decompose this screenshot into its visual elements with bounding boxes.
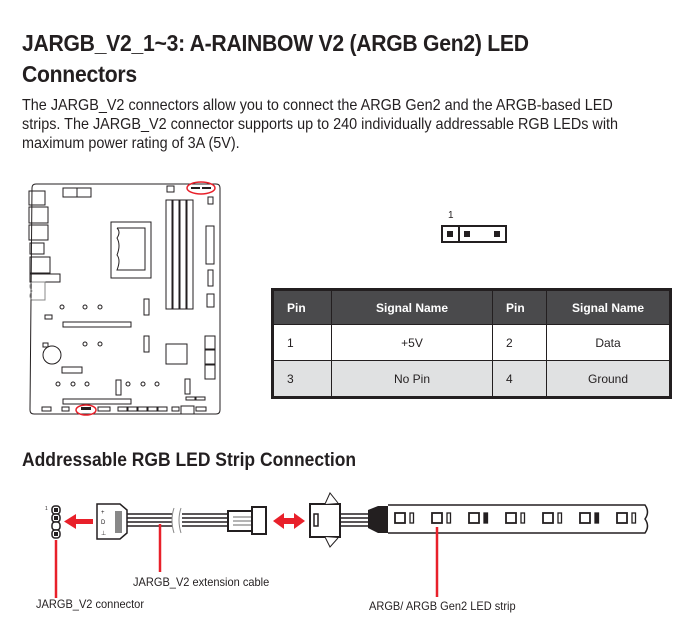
caption-connector: JARGB_V2 connector [36, 597, 145, 611]
column-header: Signal Name [546, 289, 671, 325]
chipset [165, 343, 188, 365]
jargb-header-top [202, 187, 211, 189]
column-header: Signal Name [331, 289, 493, 325]
io-port [29, 256, 51, 274]
pcie-slot [62, 321, 132, 328]
led-chip [431, 512, 443, 524]
fan-header [166, 185, 175, 193]
pcie-slot [62, 398, 132, 405]
led-resistor [520, 512, 526, 524]
pin-number: 3 [272, 360, 332, 398]
connector-pin-header [441, 225, 507, 243]
svg-text:⊥: ⊥ [101, 530, 106, 537]
led-chip [394, 512, 406, 524]
led-strip-connector [309, 503, 341, 538]
board-outline [29, 183, 221, 415]
cpu-socket [110, 221, 152, 279]
caption-led-strip: ARGB/ ARGB Gen2 LED strip [369, 599, 516, 613]
dimm-slot [165, 199, 173, 310]
component [61, 366, 83, 374]
led-strip-connection-diagram: 1 + D ⊥ [45, 492, 649, 598]
jargb-header-bottom [81, 407, 91, 410]
signal-name: No Pin [331, 360, 493, 398]
pin-1 [447, 231, 453, 237]
led-resistor [594, 512, 600, 524]
led-resistor [483, 512, 489, 524]
dimm-slot [186, 199, 194, 310]
led-chip [468, 512, 480, 524]
pin-4 [494, 231, 500, 237]
intro-paragraph: The JARGB_V2 connectors allow you to con… [22, 97, 619, 152]
signal-name: Ground [546, 360, 671, 398]
pin-2 [464, 231, 470, 237]
audio-jacks [29, 281, 46, 301]
led-resistor [631, 512, 637, 524]
table-row: 3 No Pin 4 Ground [272, 360, 671, 398]
led-resistor [409, 512, 415, 524]
cpu-socket-inner [116, 227, 146, 271]
pin1-marker: 1 [45, 506, 48, 512]
header [206, 293, 215, 308]
highlight-jargb-top [186, 181, 216, 195]
svg-text:D: D [101, 520, 106, 526]
atx-power-connector [205, 225, 215, 265]
connect-arrow-icon [273, 513, 305, 529]
led-chip [505, 512, 517, 524]
table-row: 1 +5V 2 Data [272, 324, 671, 361]
m2-slot [143, 335, 150, 353]
led-chip [579, 512, 591, 524]
highlight-jargb-bottom [75, 404, 97, 416]
jargb-header-top [191, 187, 200, 189]
pin-number: 2 [492, 324, 547, 361]
motherboard-layout-diagram [28, 181, 221, 416]
led-chips [394, 512, 637, 524]
led-chip [542, 512, 554, 524]
io-port [28, 190, 46, 206]
strip-end-cap [368, 506, 388, 533]
dimm-slot [179, 199, 187, 310]
caption-extension-cable: JARGB_V2 extension cable [133, 575, 270, 589]
sata-port [204, 335, 216, 350]
svg-text:+: + [101, 510, 105, 516]
m2-slot [115, 379, 122, 396]
io-port [28, 206, 49, 224]
plug-latch [115, 511, 122, 533]
sata-port [204, 364, 216, 380]
led-strip [388, 504, 649, 534]
signal-name: +5V [331, 324, 493, 361]
component [44, 314, 53, 320]
m2-slot [143, 298, 150, 316]
column-header: Pin [272, 289, 332, 325]
page-title: JARGB_V2_1~3: A-RAINBOW V2 (ARGB Gen2) L… [22, 30, 529, 87]
component [42, 342, 49, 348]
table-header-row: Pin Signal Name Pin Signal Name [272, 289, 671, 325]
io-port [29, 242, 45, 255]
pin1-label: 1 [448, 210, 454, 221]
sata-port [204, 349, 216, 365]
cpu-power-connector [62, 187, 78, 198]
io-port [29, 273, 61, 283]
io-port [28, 224, 49, 241]
m2-slot [184, 378, 191, 395]
header [207, 269, 214, 287]
led-chip [616, 512, 628, 524]
header [207, 196, 214, 205]
column-header: Pin [492, 289, 547, 325]
led-resistor [557, 512, 563, 524]
section-title: Addressable RGB LED Strip Connection [22, 450, 357, 471]
insert-arrow-icon [64, 514, 93, 529]
dimm-slot [172, 199, 180, 310]
pin-number: 4 [492, 360, 547, 398]
pin-definition-table: Pin Signal Name Pin Signal Name 1 +5V 2 … [271, 288, 672, 399]
cpu-power-connector [76, 187, 92, 198]
led-resistor [446, 512, 452, 524]
signal-name: Data [546, 324, 671, 361]
cmos-battery [42, 345, 62, 365]
pin-number: 1 [272, 324, 332, 361]
